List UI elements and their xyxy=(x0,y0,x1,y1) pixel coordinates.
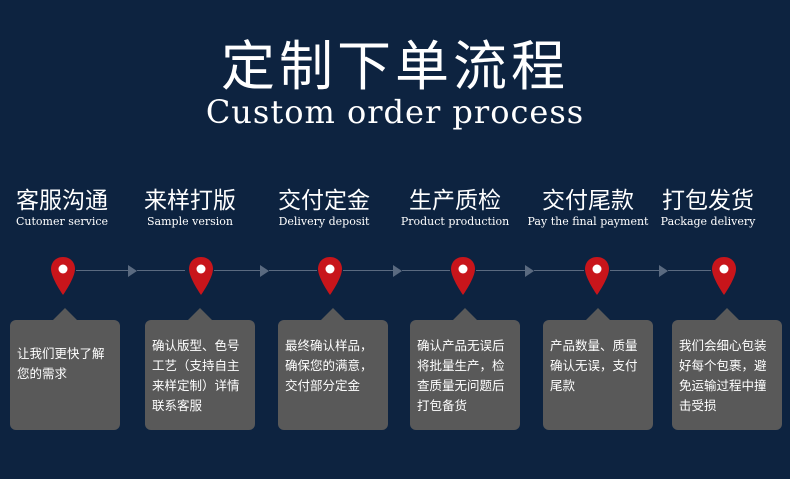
step-6-description: 我们会细心包装好每个包裹，避免运输过程中撞击受损 xyxy=(672,308,782,430)
arrow-right-icon xyxy=(525,265,534,277)
location-pin-icon xyxy=(51,257,75,295)
step-2-description: 确认版型、色号工艺（支持自主来样定制）详情联系客服 xyxy=(145,308,255,430)
connector-line xyxy=(137,270,185,271)
page-title: 定制下单流程 xyxy=(221,35,569,98)
location-pin-icon xyxy=(451,257,475,295)
step-3-title: 交付定金 xyxy=(278,188,370,214)
connector-line xyxy=(534,270,584,271)
arrow-right-icon xyxy=(128,265,137,277)
location-pin-icon xyxy=(712,257,736,295)
step-1-title: 客服沟通 xyxy=(16,188,108,214)
step-6-subtitle: Package delivery xyxy=(660,215,756,228)
connector-line xyxy=(476,270,525,271)
connector-line xyxy=(76,270,128,271)
arrow-right-icon xyxy=(659,265,668,277)
step-3-subtitle: Delivery deposit xyxy=(278,215,370,228)
connector-line xyxy=(668,270,711,271)
step-5-title: 交付尾款 xyxy=(542,188,634,214)
step-3-description: 最终确认样品，确保您的满意，交付部分定金 xyxy=(278,308,388,430)
connector-line xyxy=(269,270,317,271)
step-2-title: 来样打版 xyxy=(144,188,236,214)
page-subtitle: Custom order process xyxy=(205,93,585,131)
step-1-description: 让我们更快了解您的需求 xyxy=(10,308,120,430)
step-6-title: 打包发货 xyxy=(662,188,754,214)
step-4-description: 确认产品无误后将批量生产，检查质量无问题后打包备货 xyxy=(410,308,520,430)
location-pin-icon xyxy=(585,257,609,295)
connector-line xyxy=(214,270,260,271)
step-2-subtitle: Sample version xyxy=(147,215,233,228)
step-1-subtitle: Cutomer service xyxy=(15,215,109,228)
arrow-right-icon xyxy=(393,265,402,277)
location-pin-icon xyxy=(189,257,213,295)
connector-line xyxy=(402,270,450,271)
arrow-right-icon xyxy=(260,265,269,277)
location-pin-icon xyxy=(318,257,342,295)
connector-line xyxy=(343,270,393,271)
step-4-title: 生产质检 xyxy=(409,188,501,214)
step-4-subtitle: Product production xyxy=(400,215,510,228)
step-5-subtitle: Pay the final payment xyxy=(527,215,649,228)
connector-line xyxy=(610,270,659,271)
step-5-description: 产品数量、质量确认无误，支付尾款 xyxy=(543,308,653,430)
